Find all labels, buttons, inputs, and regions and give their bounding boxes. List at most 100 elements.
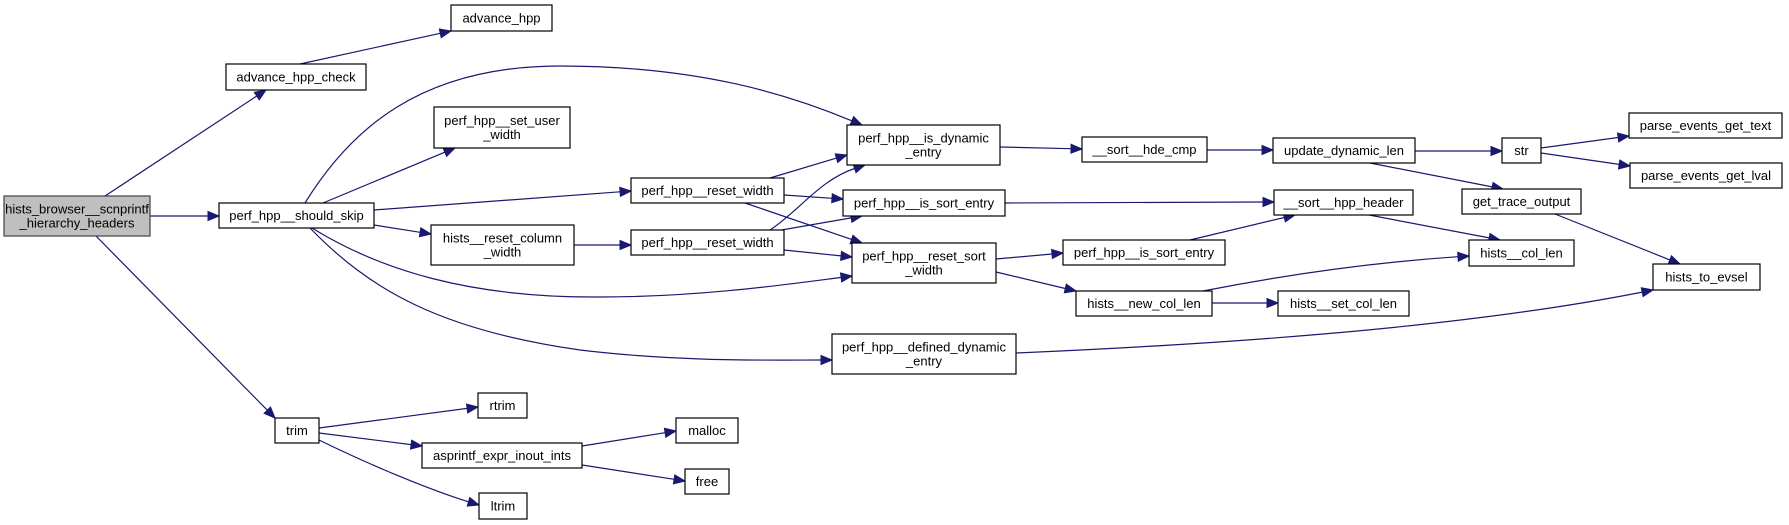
arrowhead-icon [1262,196,1276,208]
node-reset-column-width[interactable]: hists__reset_column_width [430,224,575,266]
edge-update_dynamic_len-to-get_trace_output [1369,162,1505,192]
node-box[interactable] [1501,137,1542,164]
node-reset-width-2[interactable]: perf_hpp__reset_width [630,229,785,256]
edge-line [299,32,441,65]
node-label: hists__reset_column [443,231,562,246]
node-box[interactable] [630,177,785,204]
edge-sort_hde_cmp-to-update_dynamic_len [1207,144,1275,156]
node-box[interactable] [1461,188,1582,215]
node-label: __sort__hpp_header [1283,195,1405,210]
node-is-sort-entry-2[interactable]: perf_hpp__is_sort_entry [1062,239,1226,266]
node-box[interactable] [1062,239,1226,266]
node-box[interactable] [225,63,367,91]
node-box[interactable] [1075,290,1213,317]
node-box[interactable] [842,189,1006,217]
node-advance-hpp-check[interactable]: advance_hpp_check [225,63,367,91]
node-get-trace-output[interactable]: get_trace_output [1461,188,1582,215]
node-col-len[interactable]: hists__col_len [1468,239,1575,267]
node-box[interactable] [831,333,1017,375]
arrowhead-icon [840,250,854,261]
node-label: hists__new_col_len [1087,296,1200,311]
node-parse-events-get-lval[interactable]: parse_events_get_lval [1629,162,1783,189]
node-box[interactable] [1468,239,1575,267]
arrowhead-icon [1640,287,1655,298]
node-sort-hpp-header[interactable]: __sort__hpp_header [1273,189,1414,216]
edge-reset_width_1-to-is_dynamic_entry [769,153,849,179]
node-set-col-len[interactable]: hists__set_col_len [1277,290,1410,317]
node-sort-hde-cmp[interactable]: __sort__hde_cmp [1081,136,1208,163]
edge-should_skip-to-reset_width_1 [373,186,633,211]
node-box[interactable] [433,106,571,149]
arrowhead-icon [418,226,433,238]
arrowhead-icon [820,354,834,366]
node-reset-width-1[interactable]: perf_hpp__reset_width [630,177,785,204]
node-label: get_trace_output [1473,194,1571,209]
node-label: perf_hpp__defined_dynamic [842,340,1007,355]
node-update-dynamic-len[interactable]: update_dynamic_len [1272,137,1416,164]
edge-defined_dynamic_entry-to-hists_to_evsel [1015,287,1655,354]
edge-line [104,95,258,197]
edge-line [373,224,421,233]
node-free[interactable]: free [684,468,730,495]
node-box[interactable] [478,492,528,520]
arrowhead-icon [849,115,864,126]
node-parse-events-get-text[interactable]: parse_events_get_text [1628,112,1783,139]
arrowhead-icon [1617,159,1632,170]
edge-line [322,151,446,204]
node-reset-sort-width[interactable]: perf_hpp__reset_sort_width [851,242,997,284]
edge-line [311,227,842,298]
node-label: parse_events_get_text [1640,118,1772,133]
edge-is_dynamic_entry-to-sort_hde_cmp [999,143,1084,154]
edge-should_skip-to-defined_dynamic_entry [309,227,834,366]
edge-line [769,157,837,179]
node-malloc[interactable]: malloc [675,417,739,444]
node-asprintf-expr-inout-ints[interactable]: asprintf_expr_inout_ints [421,442,583,469]
arrowhead-icon [1261,144,1275,156]
node-new-col-len[interactable]: hists__new_col_len [1075,290,1213,317]
node-hists-to-evsel[interactable]: hists_to_evsel [1652,263,1761,291]
node-is-dynamic-entry[interactable]: perf_hpp__is_dynamic_entry [846,124,1001,166]
node-advance-hpp[interactable]: advance_hpp [450,4,553,32]
node-box[interactable] [846,124,1001,166]
node-box[interactable] [851,242,997,284]
node-box[interactable] [684,468,730,495]
node-box[interactable] [1277,290,1410,317]
edge-should_skip-to-set_user_width [322,147,457,204]
node-str[interactable]: str [1501,137,1542,164]
edge-root-to-advance_hpp_check [104,89,268,197]
node-box[interactable] [1652,263,1761,291]
node-box[interactable] [1272,137,1416,164]
node-label: str [1514,143,1529,158]
node-box[interactable] [421,442,583,469]
node-box[interactable] [3,195,151,237]
node-label: _width [482,127,521,142]
node-root[interactable]: hists_browser__scnprintf_hierarchy_heade… [3,195,151,237]
node-label: parse_events_get_lval [1641,168,1771,183]
edge-is_sort_entry_1-to-sort_hpp_header [1004,196,1276,208]
node-box[interactable] [1081,136,1208,163]
node-label: update_dynamic_len [1284,143,1404,158]
node-set-user-width[interactable]: perf_hpp__set_user_width [433,106,571,149]
edge-trim-to-ltrim [318,439,481,507]
node-box[interactable] [477,392,528,419]
node-box[interactable] [430,224,575,266]
node-rtrim[interactable]: rtrim [477,392,528,419]
edge-root-to-should_skip [150,210,221,222]
arrowhead-icon [1063,283,1078,294]
node-box[interactable] [450,4,553,32]
node-box[interactable] [218,202,375,229]
node-box[interactable] [274,417,320,444]
node-box[interactable] [630,229,785,256]
node-box[interactable] [1628,112,1783,139]
node-box[interactable] [675,417,739,444]
edge-line [1202,256,1459,292]
node-should-skip[interactable]: perf_hpp__should_skip [218,202,375,229]
node-box[interactable] [1273,189,1414,216]
node-trim[interactable]: trim [274,417,320,444]
node-ltrim[interactable]: ltrim [478,492,528,520]
node-defined-dynamic-entry[interactable]: perf_hpp__defined_dynamic_entry [831,333,1017,375]
node-box[interactable] [1629,162,1783,189]
node-label: asprintf_expr_inout_ints [433,448,572,463]
node-is-sort-entry-1[interactable]: perf_hpp__is_sort_entry [842,189,1006,217]
node-label: ltrim [491,499,516,514]
